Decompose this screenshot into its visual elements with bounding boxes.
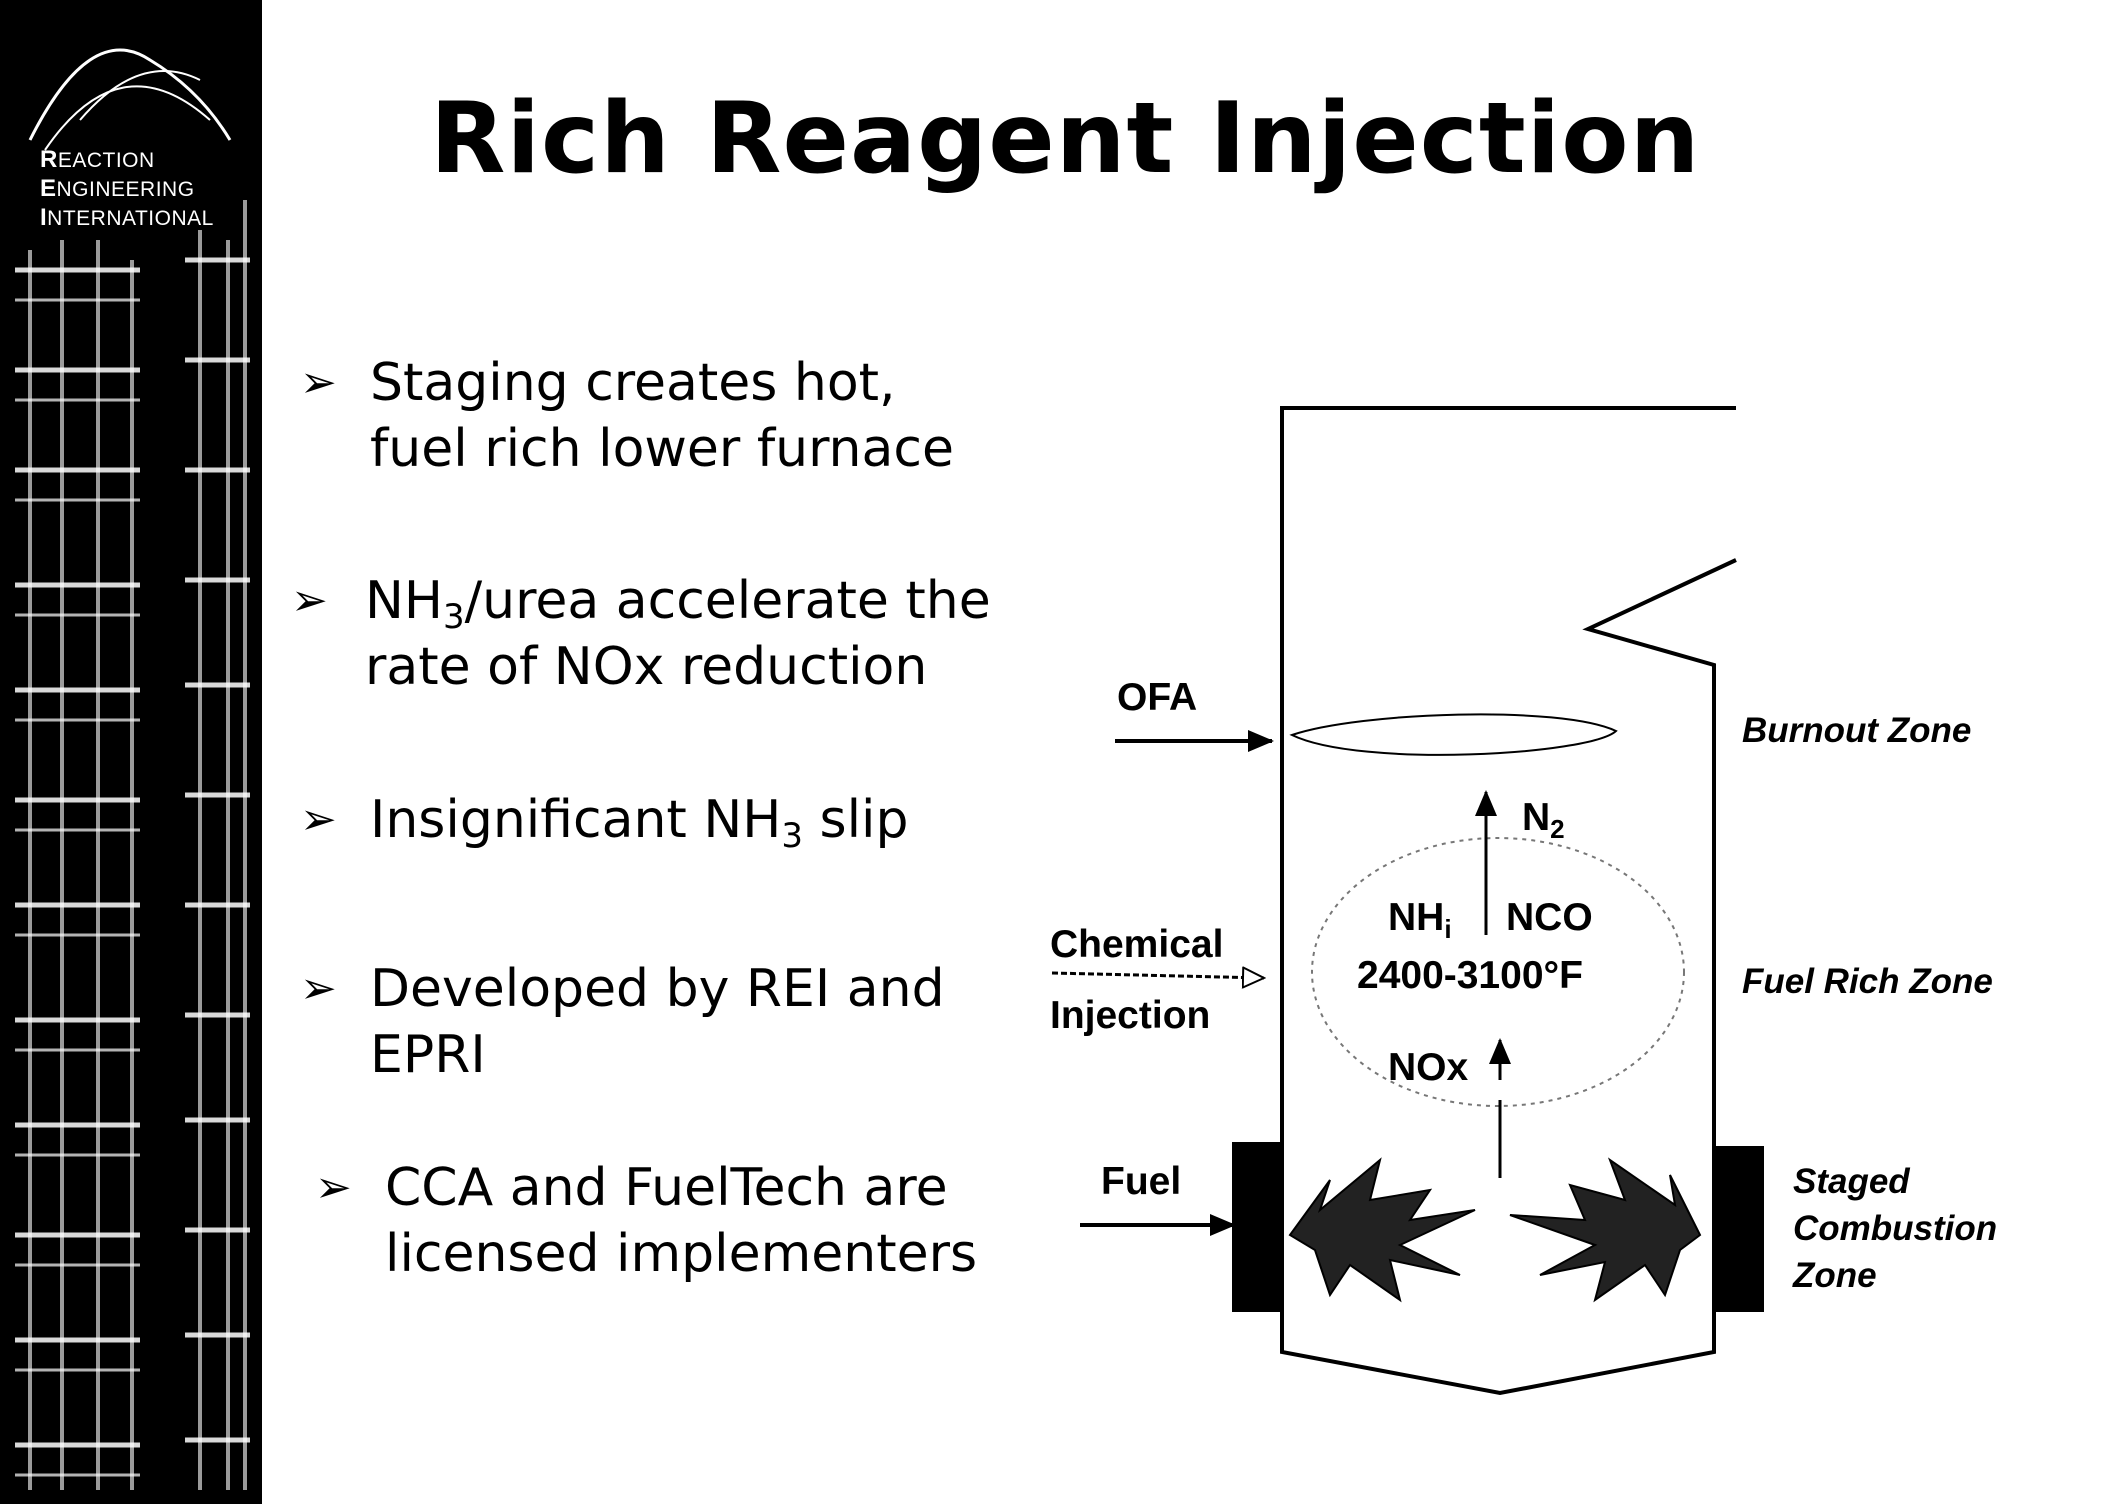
bullet-line: CCA and FuelTech are xyxy=(385,1158,948,1218)
bullet-line: fuel rich lower furnace xyxy=(370,419,954,479)
chemical-injection-arrow xyxy=(1051,973,1264,978)
flame-shapes xyxy=(1288,1157,1702,1303)
arrow-bullet-icon: ➢ xyxy=(291,575,328,626)
bullet-item: ➢ NH3/urea accelerate the rate of NOx re… xyxy=(291,568,991,700)
chemical-label: Chemical xyxy=(1050,923,1224,966)
logo-line-3: NTERNATIONAL xyxy=(47,207,214,230)
company-logo: REACTION ENGINEERING INTERNATIONAL xyxy=(40,146,214,231)
slide-title: Rich Reagent Injection xyxy=(430,82,1701,196)
furnace-walls xyxy=(1280,406,1737,1396)
nhi-label: NHi xyxy=(1388,896,1452,944)
arrow-bullet-icon: ➢ xyxy=(315,1162,352,1213)
temperature-label: 2400-3100°F xyxy=(1357,954,1583,997)
bullet-item: ➢ Staging creates hot, fuel rich lower f… xyxy=(300,350,954,482)
sidebar-pattern xyxy=(15,48,250,1490)
bullet-line: Developed by REI and xyxy=(370,959,945,1019)
bullet-line: Insignificant NH3 slip xyxy=(370,790,909,856)
right-burner xyxy=(1714,1146,1764,1312)
logo-arc-icon xyxy=(28,48,232,141)
fuel-rich-zone-ellipse xyxy=(1311,837,1685,1107)
fuel-rich-zone-label: Fuel Rich Zone xyxy=(1742,962,1993,1001)
bullet-line: licensed implementers xyxy=(385,1224,978,1284)
burnout-zone-label: Burnout Zone xyxy=(1742,711,1972,750)
nox-label: NOx xyxy=(1388,1046,1469,1089)
bullet-item: ➢ Insignificant NH3 slip xyxy=(300,787,909,856)
injection-label: Injection xyxy=(1050,994,1211,1037)
bullet-line: rate of NOx reduction xyxy=(365,637,928,697)
arrow-bullet-icon: ➢ xyxy=(300,357,337,408)
sidebar-decoration: REACTION ENGINEERING INTERNATIONAL xyxy=(0,0,262,1504)
bullet-item: ➢ Developed by REI and EPRI xyxy=(300,956,945,1088)
bullet-line: NH3/urea accelerate the xyxy=(365,571,991,637)
burnout-flame xyxy=(1289,713,1618,756)
fuel-label: Fuel xyxy=(1101,1160,1182,1203)
bullet-line: EPRI xyxy=(370,1025,486,1085)
n2-label: N2 xyxy=(1522,796,1565,844)
arrow-bullet-icon: ➢ xyxy=(300,963,337,1014)
staged-combustion-zone-label: Staged Combustion Zone xyxy=(1793,1162,1998,1295)
bullet-item: ➢ CCA and FuelTech are licensed implemen… xyxy=(315,1155,978,1287)
left-burner xyxy=(1232,1142,1282,1312)
bullet-line: Staging creates hot, xyxy=(370,353,896,413)
logo-line-1: EACTION xyxy=(57,149,155,172)
nco-label: NCO xyxy=(1506,896,1593,939)
ofa-label: OFA xyxy=(1117,676,1198,719)
logo-line-2: NGINEERING xyxy=(56,178,195,201)
arrow-bullet-icon: ➢ xyxy=(300,794,337,845)
